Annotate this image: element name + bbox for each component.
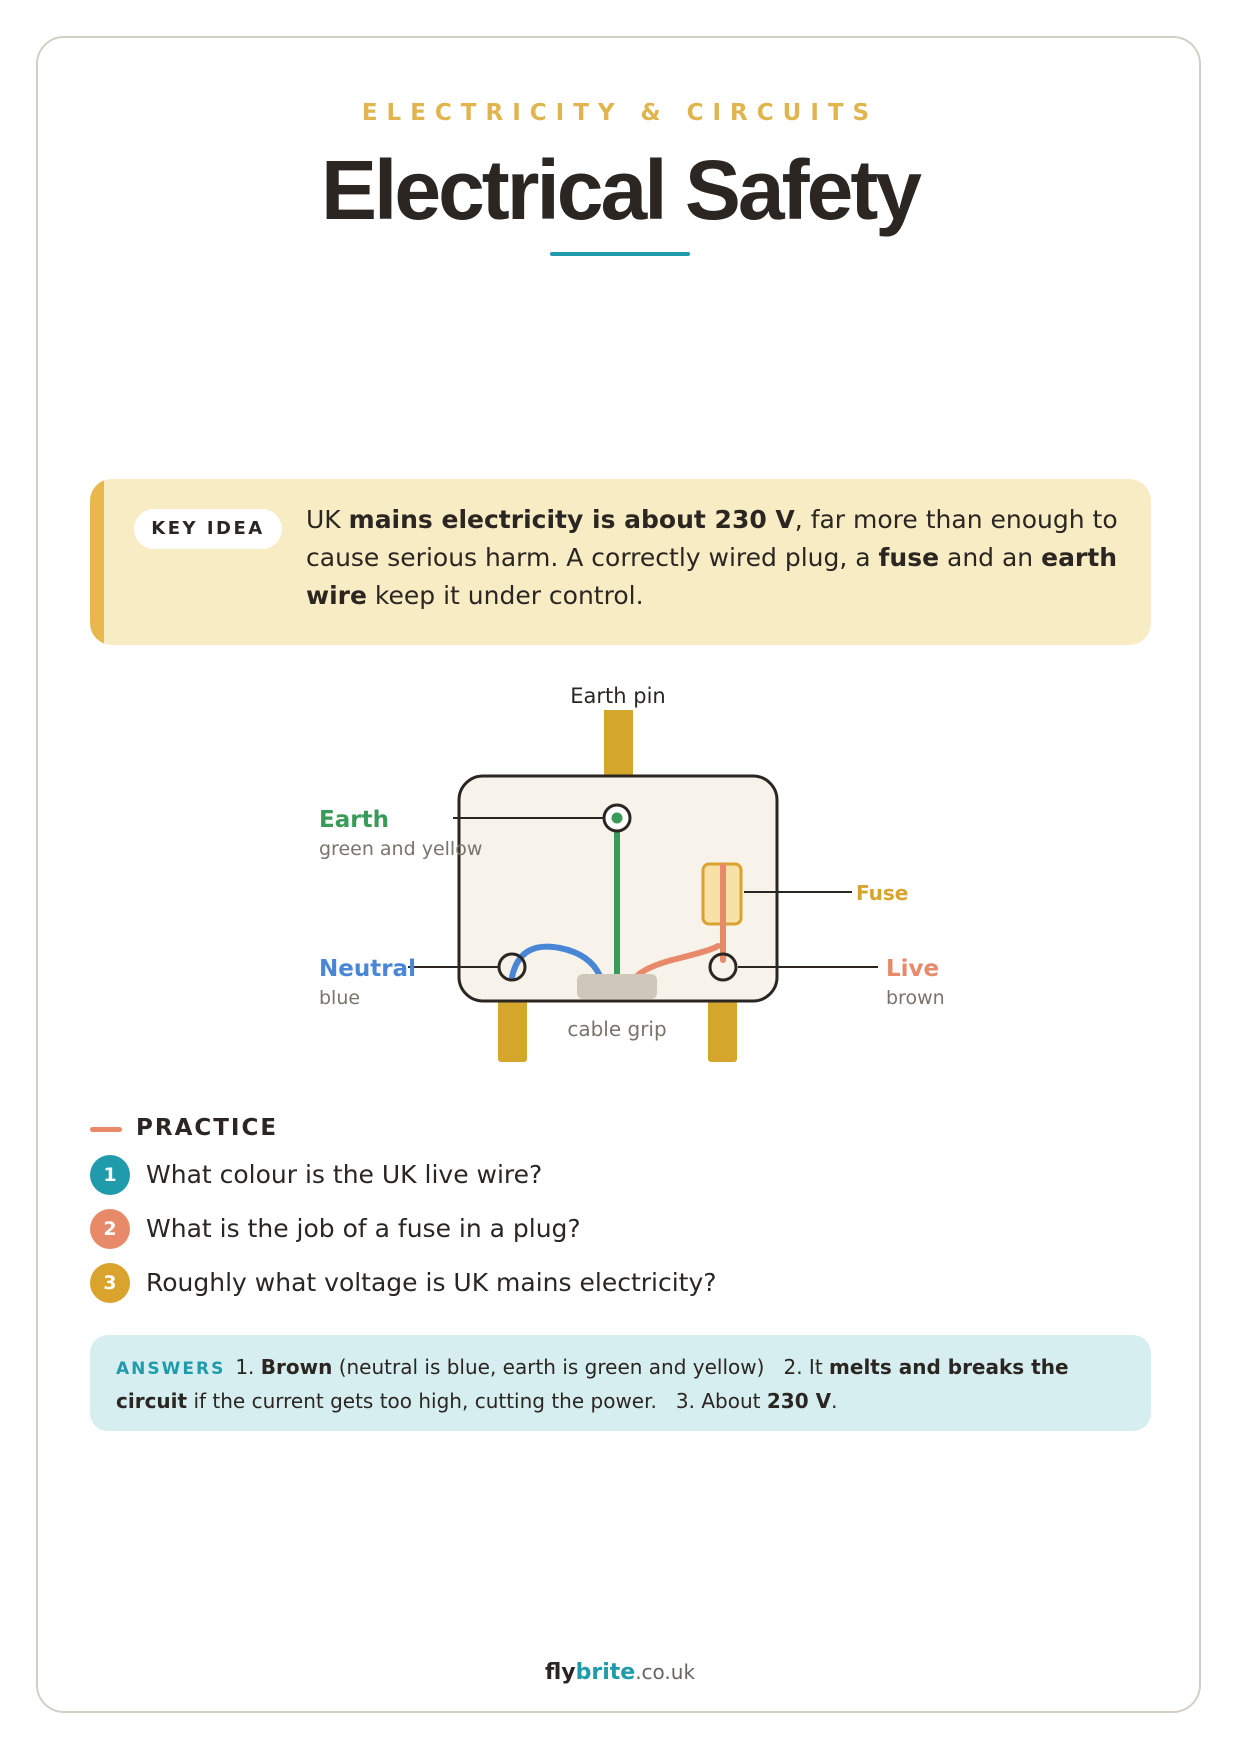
question-text: Roughly what voltage is UK mains electri… (146, 1268, 717, 1297)
earth-pin (604, 710, 633, 778)
topic-kicker: ELECTRICITY & CIRCUITS (361, 100, 879, 126)
key-idea-part: earth wire (306, 543, 1118, 610)
answers-text: ANSWERS 1. Brown (neutral is blue, earth … (116, 1351, 1136, 1417)
cable-grip-label: cable grip (567, 1017, 666, 1041)
neutral-sublabel: blue (319, 987, 360, 1009)
question-text: What colour is the UK live wire? (146, 1160, 543, 1189)
key-idea-part: mains electricity is about 230 V (348, 505, 795, 534)
title-underline (550, 252, 690, 256)
answers-label: ANSWERS (116, 1359, 226, 1379)
practice-heading: PRACTICE (136, 1115, 279, 1141)
footer-brand: flybrite.co.uk (0, 1660, 1240, 1685)
worksheet-frame (36, 36, 1201, 1713)
question-number-badge: 3 (90, 1263, 130, 1303)
page-title: Electrical Safety (320, 143, 922, 237)
live-wire-feed (635, 943, 721, 978)
earth-label: Earth (319, 807, 389, 833)
earth-pin-label: Earth pin (570, 684, 665, 708)
answer-part: (neutral is blue, earth is green and yel… (332, 1355, 830, 1379)
question-number-badge: 1 (90, 1155, 130, 1195)
answer-part: 1. (235, 1355, 261, 1379)
key-idea-accent-bar (90, 479, 104, 645)
live-label: Live (886, 956, 939, 982)
neutral-wire (509, 943, 603, 980)
key-idea-part: keep it under control. (366, 581, 644, 610)
answer-part: . (831, 1389, 838, 1413)
earth-sublabel: green and yellow (319, 838, 482, 860)
fuse-label: Fuse (856, 881, 908, 905)
key-idea-part: and an (939, 543, 1042, 572)
live-pin (708, 1000, 737, 1062)
key-idea-box: KEY IDEA UK mains electricity is about 2… (90, 479, 1151, 645)
answer-part: if the current gets too high, cutting th… (187, 1389, 767, 1413)
question-text: What is the job of a fuse in a plug? (146, 1214, 581, 1243)
answers-box: ANSWERS 1. Brown (neutral is blue, earth … (90, 1335, 1151, 1431)
neutral-terminal (497, 952, 527, 982)
plug-wiring-diagram: Earth pin Earth green and yellow Neutral… (319, 684, 945, 1062)
key-idea-part: UK (306, 505, 349, 534)
key-idea-text: UK mains electricity is about 230 V, far… (306, 501, 1126, 615)
brand-fly: fly (544, 1660, 576, 1685)
live-terminal (708, 952, 738, 982)
cable-grip (577, 974, 657, 999)
earth-terminal-core (611, 812, 623, 824)
question-number-badge: 2 (90, 1209, 130, 1249)
brand-domain: .co.uk (635, 1660, 696, 1684)
neutral-label: Neutral (319, 956, 416, 982)
live-sublabel: brown (886, 987, 945, 1009)
answer-part: melts and breaks the circuit (116, 1355, 1069, 1413)
brand-brite: brite (575, 1660, 636, 1685)
answer-part: 230 V (766, 1389, 832, 1413)
key-idea-part: , far more than enough to cause serious … (306, 505, 1118, 572)
key-idea-badge: KEY IDEA (134, 509, 282, 549)
neutral-pin (498, 1000, 527, 1062)
key-idea-part: fuse (878, 543, 940, 572)
practice-accent (90, 1127, 122, 1132)
answer-part: Brown (260, 1355, 333, 1379)
